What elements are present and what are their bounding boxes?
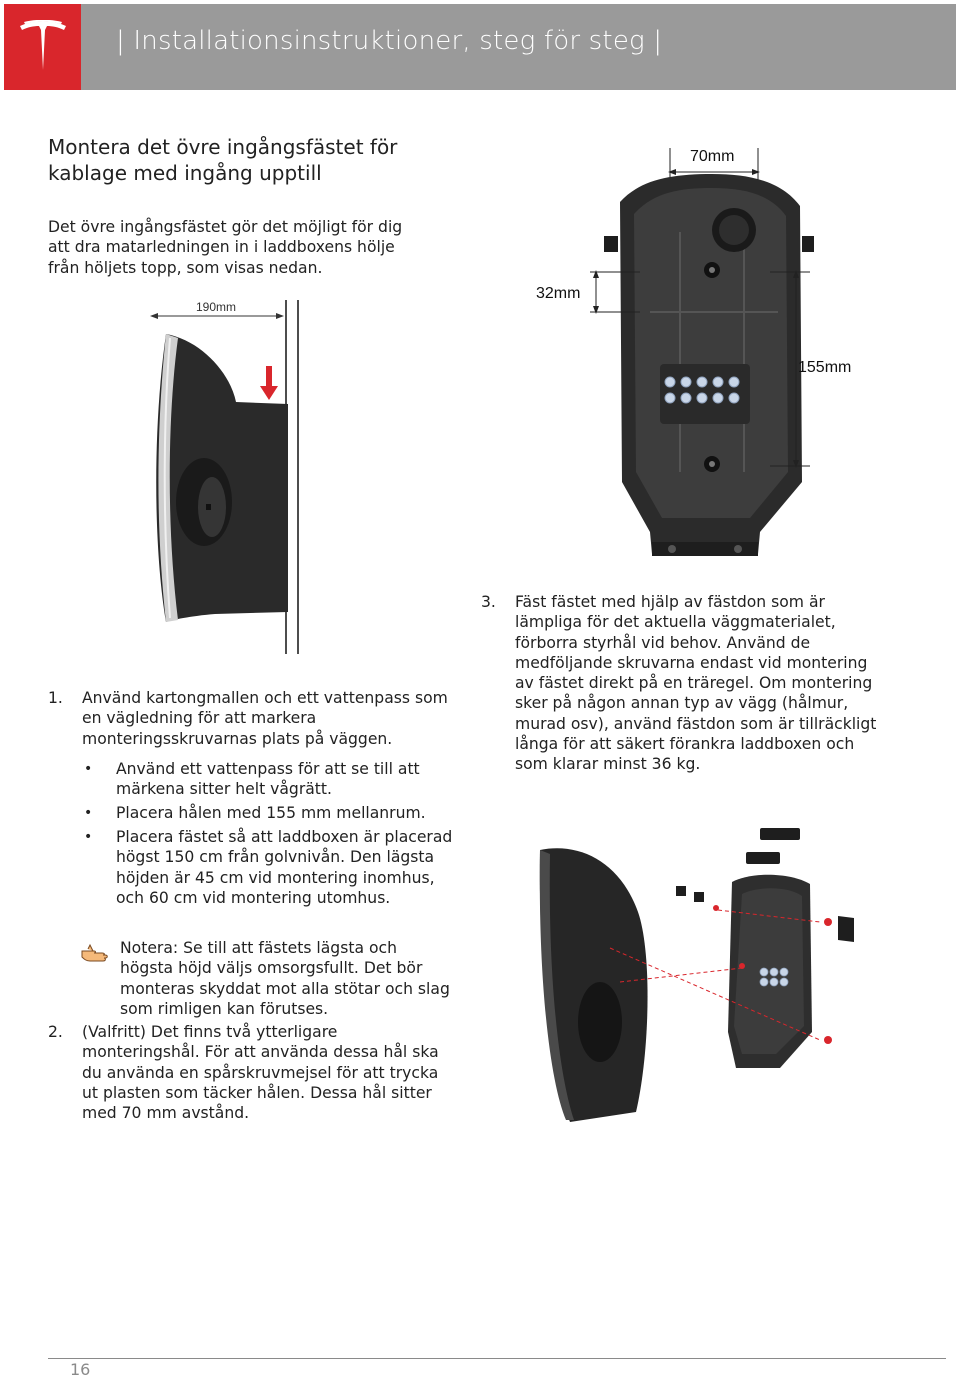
back-view-dimension-top: 70mm bbox=[690, 148, 734, 165]
tesla-logo-icon bbox=[20, 20, 66, 70]
step-3-number: 3. bbox=[481, 593, 496, 611]
bullet-dot: • bbox=[84, 805, 93, 821]
header-title: | Installationsinstruktioner, steg för s… bbox=[116, 26, 663, 56]
step-1-bullet-2: Placera hålen med 155 mm mellanrum. bbox=[116, 804, 426, 822]
back-view-dimension-left: 32mm bbox=[536, 285, 580, 302]
page-number: 16 bbox=[70, 1360, 91, 1379]
side-view-dimension-label: 190mm bbox=[196, 300, 236, 314]
step-2-number: 2. bbox=[48, 1023, 63, 1041]
section-title: Montera det övre ingångsfästet för kabla… bbox=[48, 135, 398, 185]
back-view-figure: 70mm 32mm 155mm bbox=[536, 148, 851, 556]
intro-paragraph: Det övre ingångsfästet gör det möjligt f… bbox=[48, 218, 403, 277]
bullet-dot: • bbox=[84, 761, 93, 777]
step-2-text: (Valfritt) Det finns två ytterligare mon… bbox=[82, 1023, 439, 1123]
step-1-number: 1. bbox=[48, 689, 63, 707]
step-1-text: Använd kartongmallen och ett vattenpass … bbox=[82, 689, 448, 748]
back-view-dimension-right: 155mm bbox=[798, 359, 851, 376]
footer-divider bbox=[48, 1358, 946, 1359]
bullet-dot: • bbox=[84, 829, 93, 845]
note-text: Notera: Se till att fästets lägsta och h… bbox=[120, 939, 450, 1018]
step-3-text: Fäst fästet med hjälp av fästdon som är … bbox=[515, 593, 877, 774]
step-1-bullet-3: Placera fästet så att laddboxen är place… bbox=[116, 828, 453, 907]
pointing-hand-icon bbox=[81, 943, 108, 962]
exploded-view-figure bbox=[539, 828, 854, 1122]
step-1-bullet-1: Använd ett vattenpass för att se till at… bbox=[116, 760, 420, 799]
header-bar: | Installationsinstruktioner, steg för s… bbox=[4, 4, 956, 90]
tesla-logo bbox=[4, 4, 81, 90]
side-view-figure: 190mm bbox=[150, 300, 299, 654]
